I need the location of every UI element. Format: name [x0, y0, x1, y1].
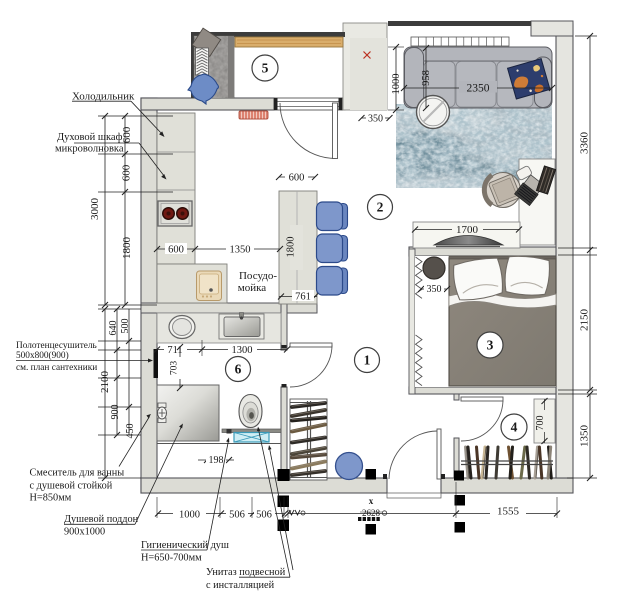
svg-text:Душевой поддон: Душевой поддон [64, 514, 139, 525]
svg-text:3: 3 [487, 338, 494, 353]
svg-text:1: 1 [364, 353, 371, 368]
svg-text:мойка: мойка [238, 282, 267, 294]
svg-text:с инсталляцией: с инсталляцией [206, 580, 275, 591]
svg-text:600: 600 [289, 173, 305, 184]
svg-text:6: 6 [235, 362, 242, 377]
svg-text:3000: 3000 [89, 198, 101, 221]
svg-text:Н=850мм: Н=850мм [30, 493, 72, 504]
svg-text:с душевой стойкой: с душевой стойкой [30, 481, 113, 492]
svg-text:600: 600 [121, 126, 133, 143]
svg-text:3360: 3360 [579, 132, 591, 155]
svg-text:500: 500 [120, 319, 131, 334]
svg-text:Смеситель для ванны: Смеситель для ванны [30, 468, 125, 479]
svg-text:Унитаз подвесной: Унитаз подвесной [206, 567, 286, 578]
svg-text:1555: 1555 [497, 506, 520, 518]
svg-text:506: 506 [256, 510, 272, 521]
svg-text:500х800(900): 500х800(900) [16, 350, 69, 361]
svg-text:1300: 1300 [232, 345, 253, 356]
svg-text:2: 2 [377, 200, 384, 215]
svg-text:Холодильник: Холодильник [72, 91, 135, 103]
svg-text:506: 506 [229, 510, 245, 521]
svg-text:x: x [369, 496, 374, 506]
svg-text:5: 5 [262, 61, 269, 76]
svg-text:1000: 1000 [179, 510, 200, 521]
svg-text:450: 450 [125, 424, 136, 439]
svg-text:2628: 2628 [362, 508, 381, 518]
svg-text:2100: 2100 [99, 371, 111, 394]
svg-text:Гигиенический душ: Гигиенический душ [141, 540, 229, 551]
svg-text:711: 711 [167, 345, 182, 356]
svg-text:350: 350 [368, 114, 383, 125]
svg-text:1350: 1350 [230, 245, 251, 256]
svg-text:см. план сантехники: см. план сантехники [16, 363, 97, 373]
svg-text:Полотенцесушитель: Полотенцесушитель [16, 341, 97, 351]
svg-text:Н=650-700мм: Н=650-700мм [141, 553, 202, 564]
svg-text:600: 600 [168, 245, 184, 256]
svg-text:900х1000: 900х1000 [64, 527, 105, 538]
svg-text:198: 198 [209, 455, 224, 466]
svg-text:703: 703 [170, 361, 180, 376]
svg-text:900: 900 [110, 405, 121, 420]
svg-text:Духовой шкаф: Духовой шкаф [57, 132, 123, 143]
svg-text:1700: 1700 [456, 224, 479, 236]
svg-text:микроволновка: микроволновка [55, 144, 124, 155]
svg-text:2350: 2350 [467, 83, 490, 95]
svg-text:1800: 1800 [121, 237, 133, 260]
svg-text:1350: 1350 [579, 425, 591, 448]
svg-text:1000: 1000 [391, 74, 402, 95]
svg-text:Посудо-: Посудо- [239, 270, 277, 282]
svg-text:2150: 2150 [579, 309, 591, 332]
svg-text:600: 600 [121, 164, 133, 181]
svg-text:4: 4 [511, 420, 518, 435]
svg-text:700: 700 [535, 416, 546, 431]
svg-text:958: 958 [421, 70, 432, 86]
svg-text:350: 350 [427, 284, 442, 295]
svg-text:1800: 1800 [286, 237, 297, 258]
svg-text:640: 640 [108, 321, 119, 336]
svg-text:761: 761 [295, 292, 311, 303]
